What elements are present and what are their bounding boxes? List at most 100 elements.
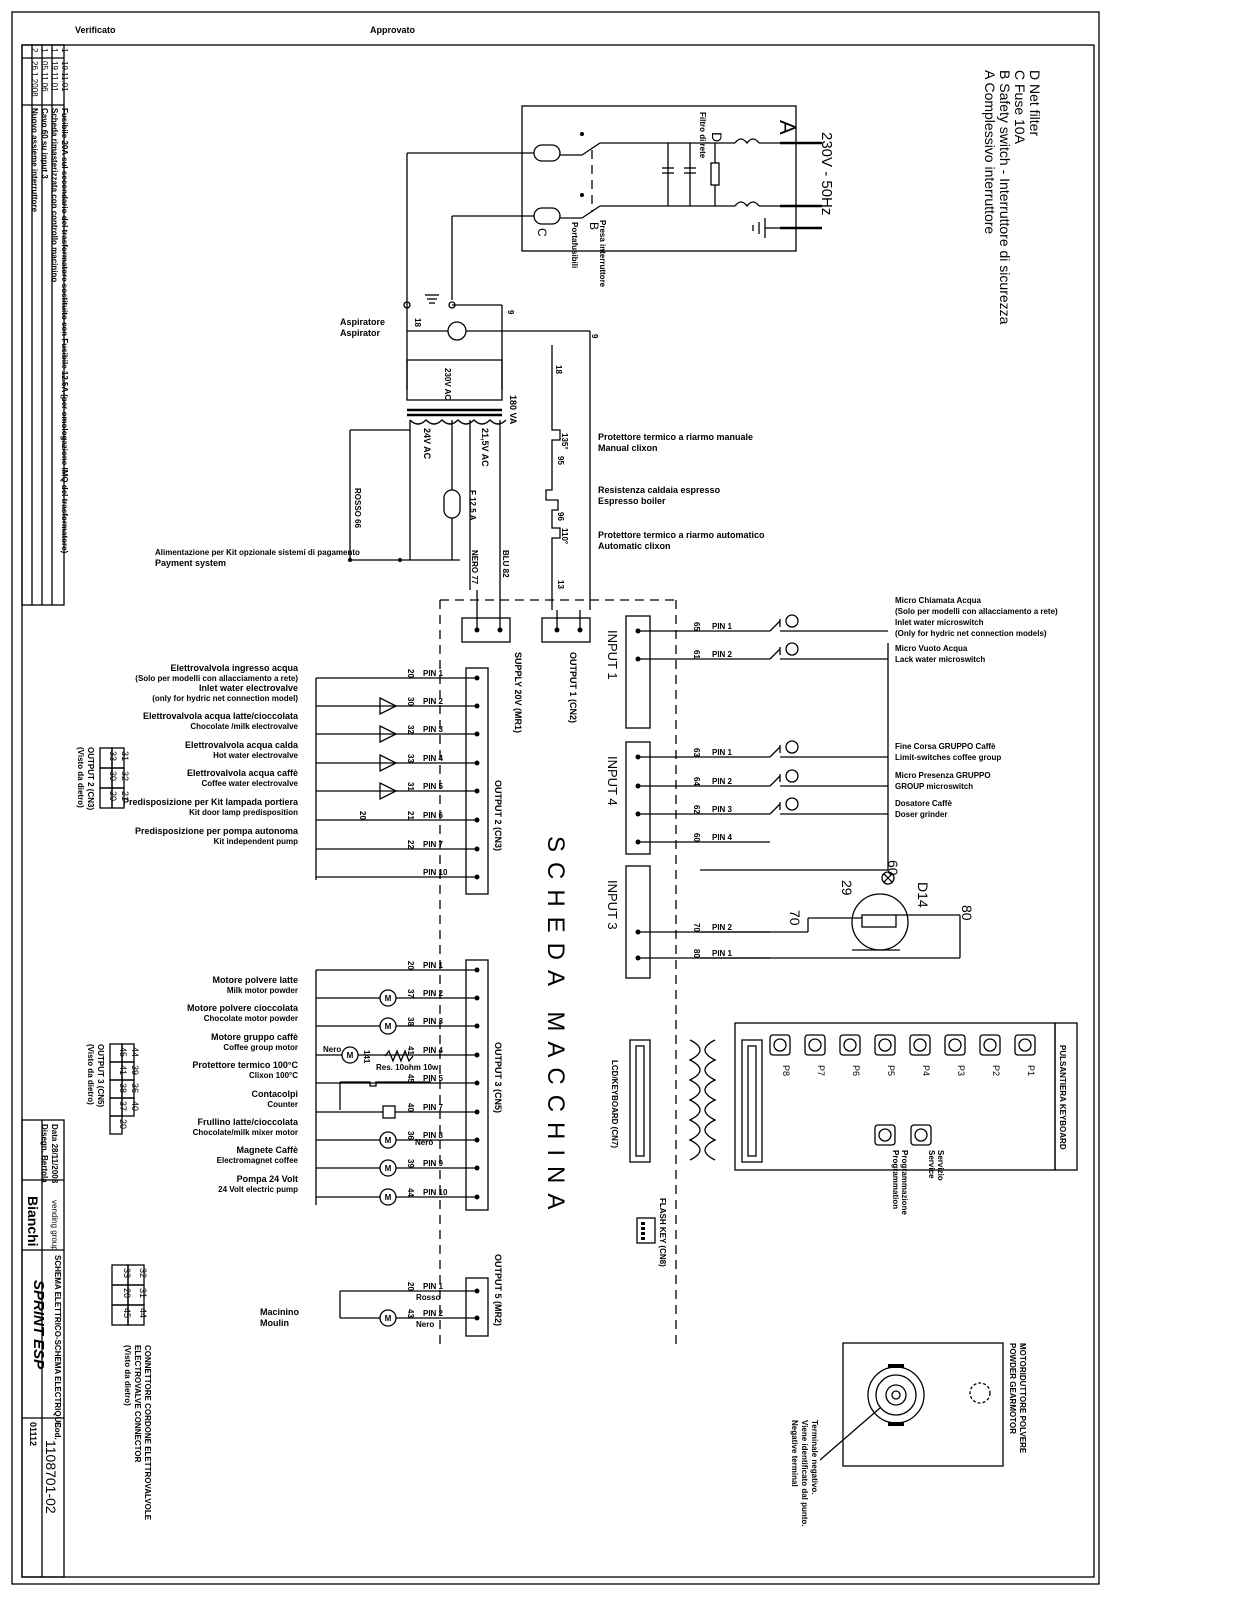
supply-label: SUPPLY 20V (MR1) [513, 652, 523, 733]
input3-pin-label: PIN 1 [712, 949, 733, 958]
conn2-pin-number: 20 [108, 791, 118, 801]
output2-device-label: Coffee water electrovalve [202, 779, 299, 788]
key-button-icon [983, 1038, 997, 1052]
gearmotor-note-2: Viene identificato dal punto. [800, 1420, 809, 1527]
output2-wire-number: 30 [406, 697, 415, 706]
key-button-icon [1018, 1038, 1032, 1052]
boiler-it: Resistenza caldaia espresso [598, 485, 721, 495]
wire-29: 29 [839, 880, 855, 896]
output2-device-label: Elettrovalvola acqua latte/cioccolata [143, 711, 299, 721]
gearmotor-title-2: POWDER GEARMOTOR [1008, 1343, 1017, 1434]
output2-pin-dot [474, 731, 480, 737]
input1-device-label: (Only for hydric net connection models) [895, 629, 1047, 638]
output3-pin-dot [474, 995, 480, 1001]
input4-wire-number: 64 [692, 777, 701, 786]
rev-4-num: 2 [30, 48, 39, 53]
boiler-en: Espresso boiler [598, 496, 666, 506]
tb-model: SPRINT ESP [30, 1280, 47, 1370]
output3-device-label: Contacolpi [252, 1089, 299, 1099]
motor-nero-2: Nero [415, 1138, 433, 1147]
payment-it: Alimentazione per Kit opzionale sistemi … [155, 548, 360, 557]
keyboard-title: PULSANTIERA KEYBOARD [1058, 1045, 1067, 1150]
conn3-pin-number: 39 [130, 1065, 140, 1075]
key-p2[interactable] [979, 1034, 1001, 1056]
key-p6[interactable] [839, 1034, 861, 1056]
key-p7[interactable] [804, 1034, 826, 1056]
key-prog[interactable] [874, 1124, 896, 1146]
key-label: P6 [851, 1065, 861, 1076]
lamp-icon [785, 769, 799, 783]
conn-ev-pin-number: 32 [138, 1268, 148, 1278]
output3-device-label: Chocolate motor powder [204, 1014, 298, 1023]
rev-1-date: 19.11.01 [60, 61, 69, 92]
conn-ev-pin-number: 44 [138, 1308, 148, 1318]
microswitch-icon [769, 619, 781, 632]
key-label: P1 [1026, 1065, 1036, 1076]
output5-wire-color: Rosso [416, 1293, 441, 1302]
output3-pin-label: PIN 8 [423, 1131, 444, 1140]
mains-switch-assembly: A 230V - 50Hz [403, 105, 835, 390]
transformer-sec1: 21,5V AC [480, 428, 490, 467]
output3-pin-label: PIN 10 [423, 1188, 448, 1197]
conn2-pin-number: 21 [120, 791, 130, 801]
legend-b: B Safety switch - Interruttore di sicure… [997, 70, 1013, 325]
output2-pin-dot [474, 874, 480, 880]
output2-wire-number: 32 [406, 725, 415, 734]
conn3-pin-number: 40 [130, 1101, 140, 1111]
input4-pin-label: PIN 2 [712, 777, 733, 786]
safety-switch-label: Presa interruttore [598, 220, 607, 288]
grinder-label-fr: Moulin [260, 1318, 289, 1328]
rev-1-text: Fusibile 20A sul secondario del trasform… [60, 108, 69, 554]
conn3-pin-number: 45 [118, 1047, 128, 1057]
microswitch-icon [769, 745, 781, 758]
rev-2-text: Scheda rimasterizzata con controllo maci… [50, 108, 59, 282]
input3-wire-number: 70 [692, 923, 701, 932]
output3-wire-number: 45 [406, 1074, 415, 1083]
output3-pin-label: PIN 9 [423, 1159, 444, 1168]
output5-connector [465, 1277, 489, 1337]
output2-device-label: Hot water electrovalve [213, 751, 298, 760]
sheet-frame [11, 11, 1100, 1585]
conn-ev-pin-number: 45 [122, 1308, 132, 1318]
key-service[interactable] [910, 1124, 932, 1146]
wire-70-b: 70 [787, 910, 803, 926]
grinder-motor-letter: M [385, 1314, 392, 1323]
key-p1[interactable] [1014, 1034, 1036, 1056]
clixon-manual-wire: 95 [556, 456, 565, 465]
output3-pin-dot [474, 967, 480, 973]
motor-icon-letter: M [385, 1164, 392, 1173]
output2-pin-label: PIN 5 [423, 782, 444, 791]
output3-pin-dot [474, 1052, 480, 1058]
resistor-10ohm [384, 1049, 414, 1063]
key-p5[interactable] [874, 1034, 896, 1056]
input1-wire-number: 65 [692, 622, 701, 631]
key-p8[interactable] [769, 1034, 791, 1056]
key-p3[interactable] [944, 1034, 966, 1056]
output3-device-label: Magnete Caffè [236, 1145, 298, 1155]
output2-wire-number: 31 [406, 782, 415, 791]
key-p4[interactable] [909, 1034, 931, 1056]
aspirator-motor-icon [447, 321, 467, 341]
output3-device-label: Protettore termico 100°C [192, 1060, 298, 1070]
conn2-pin-number: 33 [108, 751, 118, 761]
header-approved: Approvato [370, 25, 416, 35]
output3-pin-label: PIN 4 [423, 1046, 444, 1055]
valve-icon [379, 753, 398, 773]
motor-icon-letter: M [385, 1136, 392, 1145]
output2-device-label: Kit door lamp predisposition [189, 808, 298, 817]
output2-connector [465, 667, 489, 895]
input1-device-label: Inlet water microswitch [895, 618, 984, 627]
board-title: SCHEDA MACCHINA [542, 836, 569, 1219]
motor-icon [379, 989, 397, 1007]
conn2-pin-number: 30 [108, 771, 118, 781]
output5-pin-dot [474, 1288, 480, 1294]
output2-pin-label: PIN 3 [423, 725, 444, 734]
wire-80-b: 80 [959, 905, 975, 921]
conn3-cell [121, 1097, 135, 1117]
output2-device-label: Predisposizione per pompa autonoma [135, 826, 299, 836]
